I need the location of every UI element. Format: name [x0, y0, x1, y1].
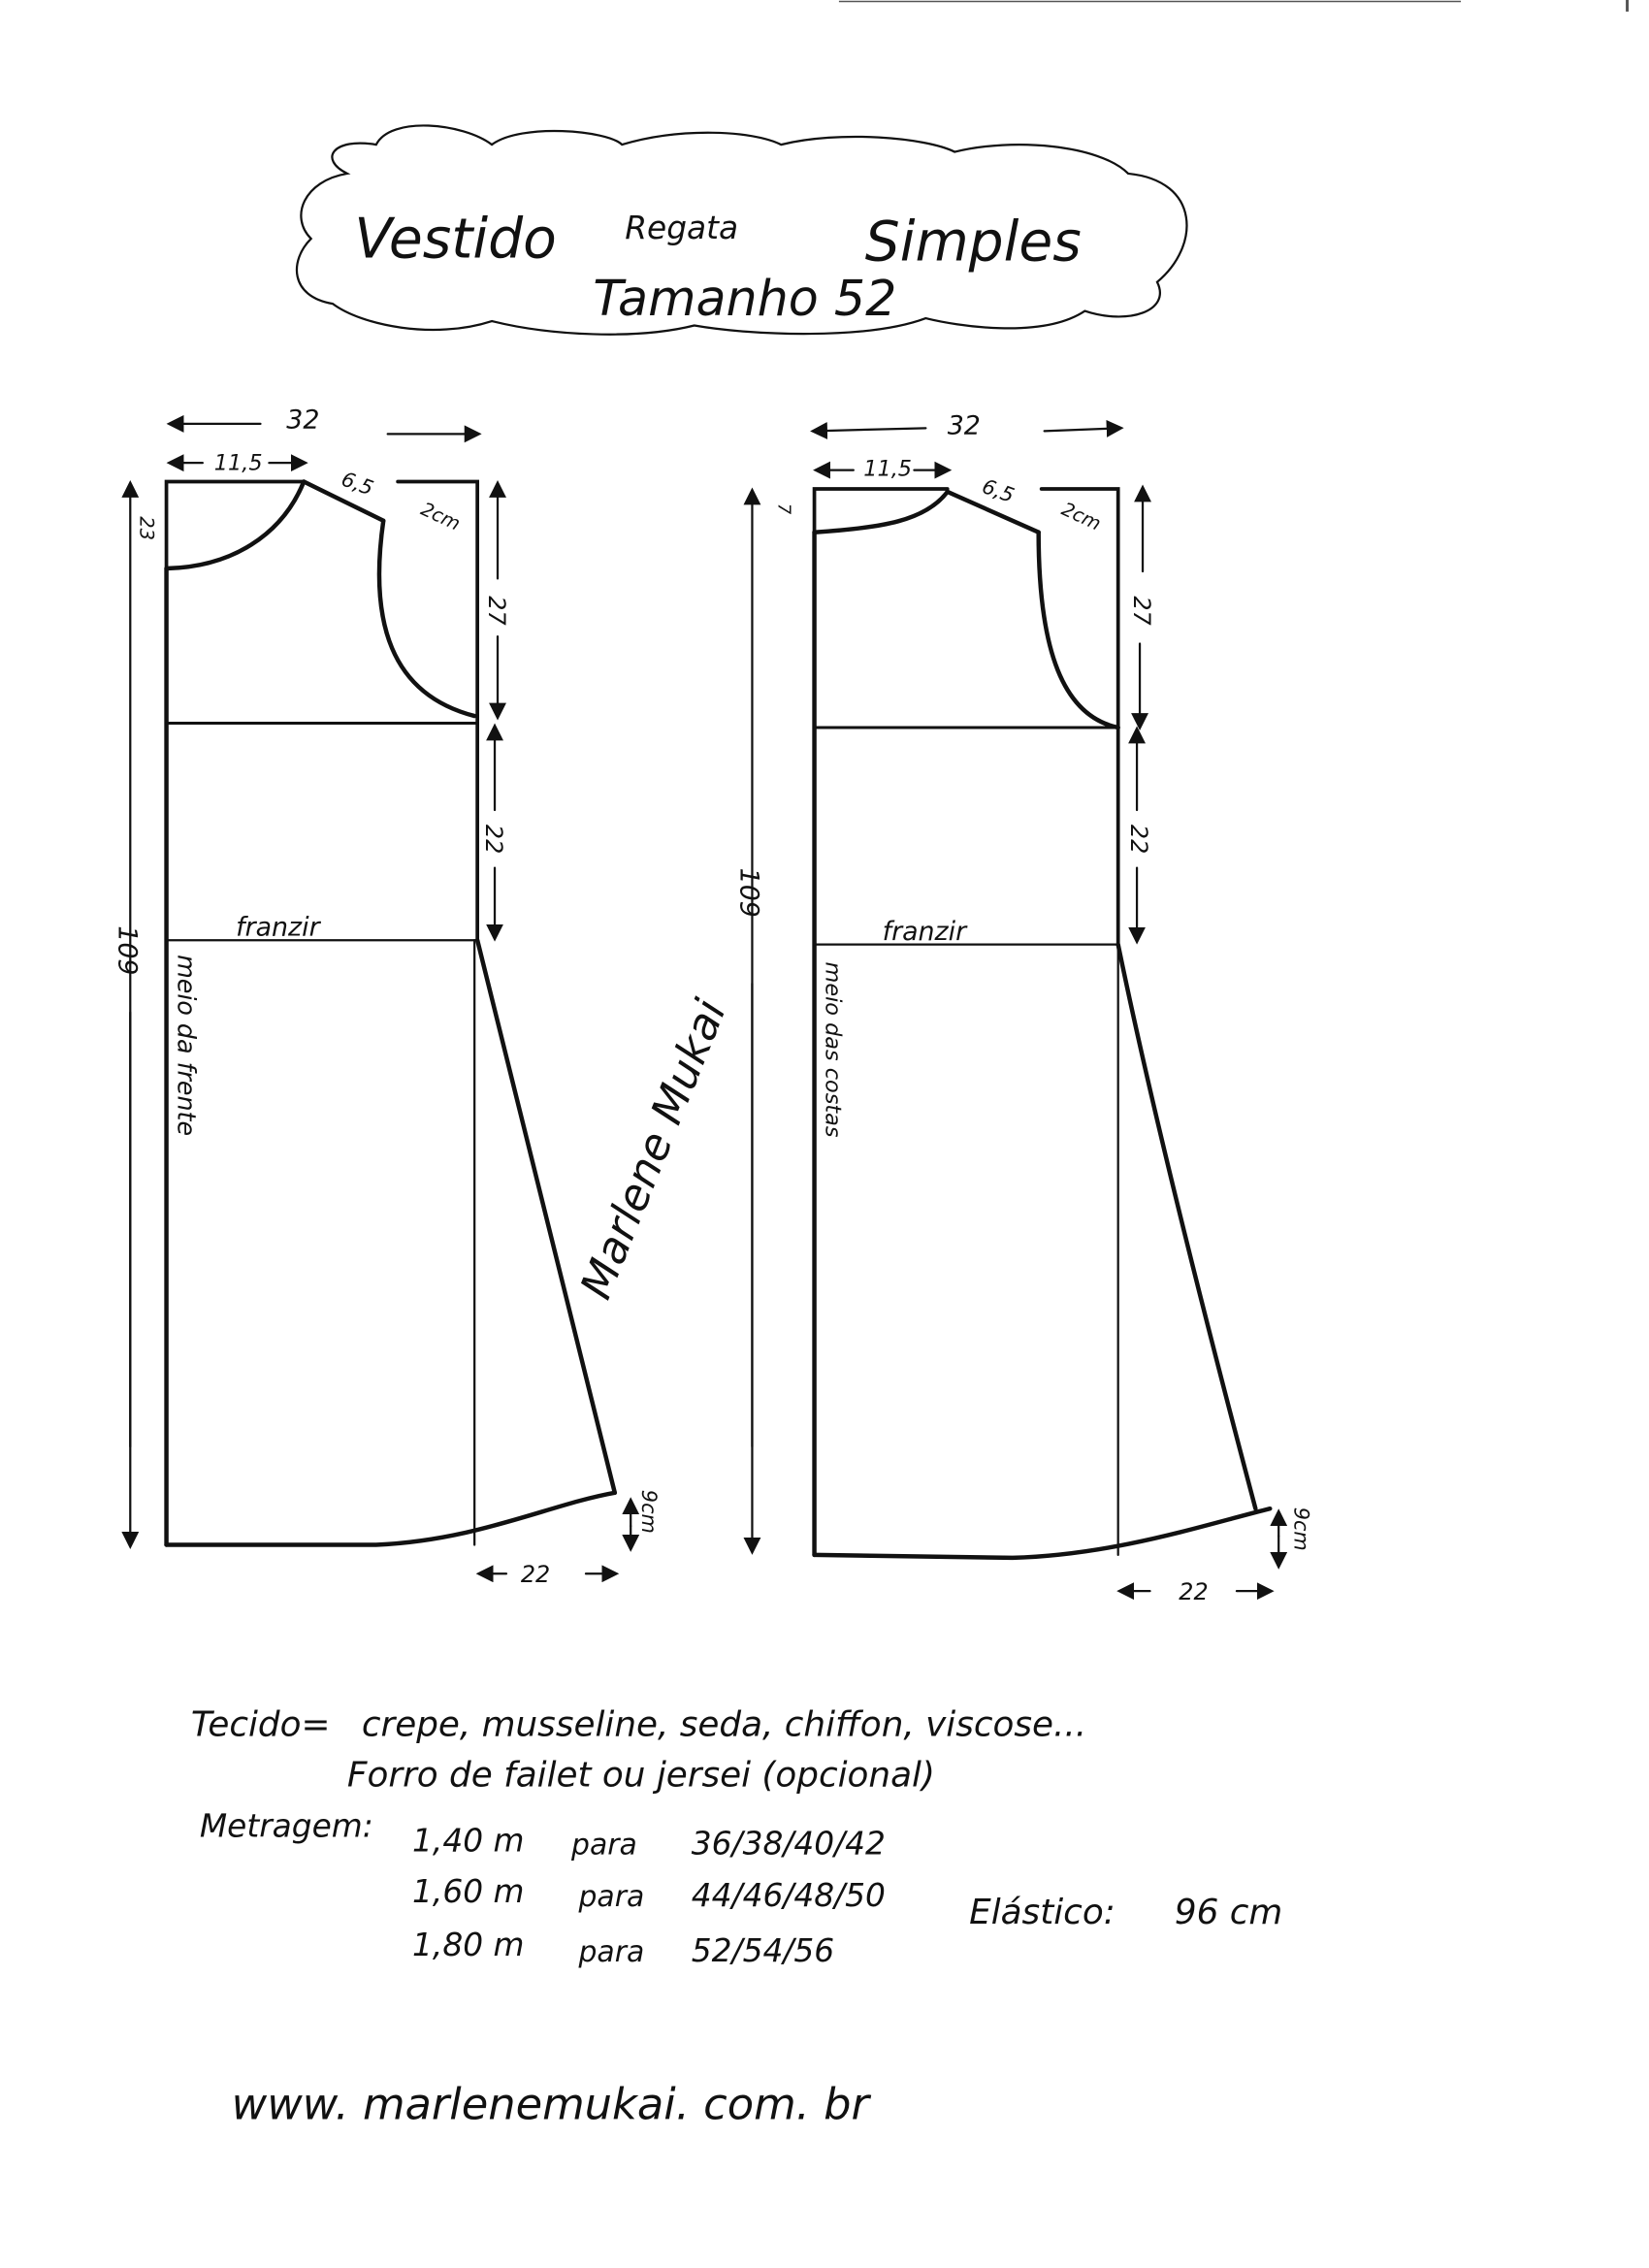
front-pattern-piece — [121, 414, 640, 1583]
front-hem-extension-label: 22 — [521, 1561, 550, 1588]
yardage-para: para — [578, 1935, 645, 1969]
front-neck-depth-label: 23 — [136, 516, 158, 540]
website: www. marlenemukai. com. br — [232, 2078, 872, 2129]
back-hem-rise-label: 9cm — [1290, 1507, 1313, 1551]
front-length-label: 109 — [112, 925, 142, 975]
signature: Marlene Mukai — [569, 991, 736, 1306]
title-regata: Regata — [625, 210, 738, 246]
back-neck-width-label: 11,5 — [863, 457, 912, 482]
back-shoulder-label: 6,5 — [979, 474, 1017, 507]
title-simples: Simples — [865, 210, 1082, 274]
yardage-sizes: 36/38/40/42 — [692, 1826, 886, 1863]
front-gather-label: franzir — [236, 913, 321, 943]
back-center-label: meio das costas — [820, 962, 845, 1138]
yardage-para: para — [570, 1829, 637, 1863]
back-hem-extension-label: 22 — [1179, 1578, 1208, 1605]
elastic-label: Elástico: — [969, 1893, 1116, 1932]
yardage-para: para — [578, 1880, 645, 1914]
front-center-label: meio da frente — [172, 955, 201, 1136]
back-gather-height-label: 22 — [1125, 825, 1152, 854]
yardage-sizes: 52/54/56 — [692, 1932, 834, 1969]
front-armhole-label: 27 — [483, 596, 510, 625]
lining-text: Forro de failet ou jersei (opcional) — [347, 1755, 935, 1795]
back-armhole-label: 27 — [1128, 596, 1155, 625]
front-shoulder-drop-label: 2cm — [417, 498, 464, 535]
title-vestido: Vestido — [354, 207, 556, 271]
notes: Tecido= crepe, musseline, seda, chiffon,… — [191, 1704, 1282, 1969]
back-gather-label: franzir — [883, 917, 968, 947]
yardage-amount: 1,40 m — [412, 1823, 524, 1860]
front-hem-rise-label: 9cm — [637, 1490, 661, 1534]
yardage-amount: 1,80 m — [412, 1927, 524, 1963]
back-shoulder-drop-label: 2cm — [1058, 498, 1105, 535]
front-gather-height-label: 22 — [480, 825, 507, 854]
front-shoulder-label: 6,5 — [339, 468, 376, 501]
back-pattern-piece — [743, 419, 1288, 1601]
fabric-list: crepe, musseline, seda, chiffon, viscose… — [362, 1704, 1086, 1744]
back-length-label: 109 — [734, 868, 764, 918]
back-neck-depth-label: 7 — [773, 503, 793, 515]
front-neck-width-label: 11,5 — [214, 451, 263, 476]
front-width-label: 32 — [286, 405, 319, 435]
back-width-label: 32 — [948, 410, 981, 440]
yardage-amount: 1,60 m — [412, 1873, 524, 1910]
elastic-value: 96 cm — [1175, 1893, 1282, 1932]
yardage-label: Metragem: — [200, 1808, 373, 1845]
title-cloud — [296, 124, 1188, 336]
fabric-label: Tecido= — [191, 1704, 331, 1744]
title-size: Tamanho 52 — [593, 270, 896, 327]
yardage-sizes: 44/46/48/50 — [692, 1877, 886, 1914]
